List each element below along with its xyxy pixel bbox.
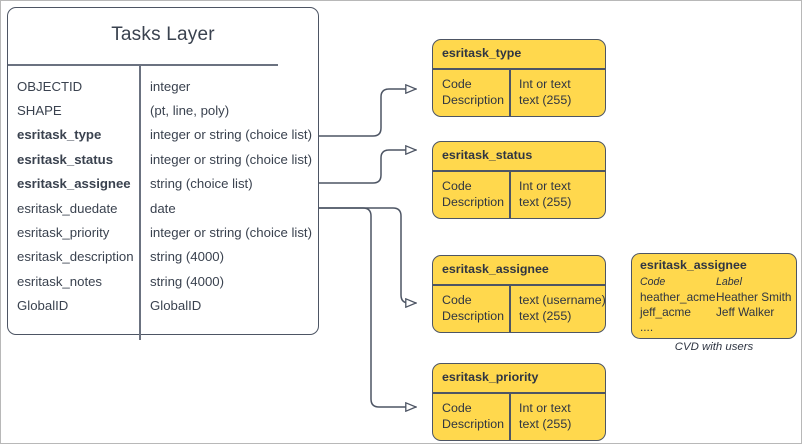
cvd-caption: CVD with users bbox=[674, 341, 754, 353]
domain-field-type: text (255) bbox=[519, 417, 572, 431]
cvd-label: Jeff Walker bbox=[716, 304, 775, 319]
table-row: esritask_description string (4000) bbox=[8, 245, 318, 269]
field-name: esritask_assignee bbox=[17, 176, 131, 192]
table-row: esritask_status integer or string (choic… bbox=[8, 147, 318, 171]
domain-title-divider bbox=[433, 170, 605, 172]
field-type: (pt, line, poly) bbox=[150, 103, 230, 119]
domain-field-types: Int or text text (255) bbox=[519, 178, 571, 210]
domain-field-type: Int or text bbox=[519, 179, 571, 193]
entity-title-divider bbox=[8, 64, 278, 66]
domain-column-divider bbox=[509, 170, 511, 218]
table-row: esritask_notes string (4000) bbox=[8, 269, 318, 293]
domain-box-esritask-status: esritask_status Code Description Int or … bbox=[432, 141, 606, 219]
domain-field-name: Code bbox=[442, 77, 472, 91]
domain-box-esritask-priority: esritask_priority Code Description Int o… bbox=[432, 363, 606, 441]
domain-field-name: Code bbox=[442, 293, 472, 307]
field-name: GlobalID bbox=[17, 298, 69, 314]
field-name: esritask_priority bbox=[17, 225, 110, 241]
field-name: esritask_type bbox=[17, 127, 102, 143]
entity-title: Tasks Layer bbox=[111, 24, 215, 45]
domain-box-esritask-assignee: esritask_assignee Code Description text … bbox=[432, 255, 606, 333]
list-item: .... bbox=[640, 319, 792, 334]
cvd-code: .... bbox=[640, 319, 654, 334]
domain-title: esritask_assignee bbox=[442, 262, 549, 276]
field-type: integer bbox=[150, 78, 191, 94]
field-name: SHAPE bbox=[17, 103, 62, 119]
field-type: GlobalID bbox=[150, 298, 202, 314]
domain-field-type: Int or text bbox=[519, 401, 571, 415]
field-name: esritask_status bbox=[17, 151, 114, 167]
domain-field-name: Code bbox=[442, 401, 472, 415]
connector-assignee bbox=[318, 207, 416, 303]
cvd-header-row: Code Label bbox=[640, 274, 792, 289]
cvd-title: esritask_assignee bbox=[640, 258, 747, 272]
field-type: string (4000) bbox=[150, 249, 225, 265]
list-item: jeff_acme Jeff Walker bbox=[640, 304, 792, 319]
field-type: integer or string (choice list) bbox=[150, 151, 312, 167]
domain-field-names: Code Description bbox=[442, 76, 504, 108]
domain-field-types: Int or text text (255) bbox=[519, 76, 571, 108]
domain-title: esritask_status bbox=[442, 148, 533, 162]
field-type: integer or string (choice list) bbox=[150, 127, 312, 143]
domain-field-names: Code Description bbox=[442, 400, 504, 432]
field-type: integer or string (choice list) bbox=[150, 225, 312, 241]
table-row: esritask_priority integer or string (cho… bbox=[8, 220, 318, 244]
domain-title-divider bbox=[433, 68, 605, 70]
domain-field-names: Code Description bbox=[442, 178, 504, 210]
table-row: esritask_duedate date bbox=[8, 196, 318, 220]
domain-field-name: Description bbox=[442, 195, 504, 209]
cvd-code: heather_acme bbox=[640, 289, 716, 304]
field-name: esritask_notes bbox=[17, 273, 103, 289]
field-type: date bbox=[150, 200, 176, 216]
list-item: heather_acme Heather Smith bbox=[640, 289, 792, 304]
domain-field-type: text (username) bbox=[519, 293, 606, 307]
domain-title: esritask_priority bbox=[442, 370, 539, 384]
entity-column-divider bbox=[139, 64, 141, 340]
connector-type bbox=[318, 89, 416, 137]
domain-field-name: Description bbox=[442, 417, 504, 431]
cvd-value-list: Code Label heather_acme Heather Smith je… bbox=[640, 274, 792, 334]
domain-field-types: text (username) text (255) bbox=[519, 292, 606, 324]
field-type: string (choice list) bbox=[150, 176, 253, 192]
domain-field-type: text (255) bbox=[519, 195, 572, 209]
table-row: OBJECTID integer bbox=[8, 74, 318, 98]
domain-field-type: text (255) bbox=[519, 93, 572, 107]
cvd-assignee-values-box: esritask_assignee Code Label heather_acm… bbox=[631, 253, 797, 339]
domain-column-divider bbox=[509, 284, 511, 332]
entity-row-list: OBJECTID integer SHAPE (pt, line, poly) … bbox=[8, 74, 318, 318]
connector-status bbox=[318, 150, 416, 184]
table-row: SHAPE (pt, line, poly) bbox=[8, 98, 318, 122]
domain-title-divider bbox=[433, 284, 605, 286]
domain-field-name: Code bbox=[442, 179, 472, 193]
field-name: esritask_duedate bbox=[17, 200, 118, 216]
domain-field-type: Int or text bbox=[519, 77, 571, 91]
cvd-label-header: Label bbox=[716, 275, 742, 288]
table-row: esritask_assignee string (choice list) bbox=[8, 172, 318, 196]
cvd-code-header: Code bbox=[640, 275, 666, 288]
cvd-code: jeff_acme bbox=[640, 304, 691, 319]
cvd-label: Heather Smith bbox=[716, 289, 792, 304]
table-row: GlobalID GlobalID bbox=[8, 294, 318, 318]
domain-box-esritask-type: esritask_type Code Description Int or te… bbox=[432, 39, 606, 117]
domain-field-name: Description bbox=[442, 93, 504, 107]
domain-field-name: Description bbox=[442, 309, 504, 323]
field-name: esritask_description bbox=[17, 249, 134, 265]
connector-priority bbox=[318, 207, 416, 407]
domain-field-names: Code Description bbox=[442, 292, 504, 324]
tasks-layer-entity: Tasks Layer OBJECTID integer SHAPE (pt, … bbox=[7, 7, 319, 340]
table-row: esritask_type integer or string (choice … bbox=[8, 123, 318, 147]
field-type: string (4000) bbox=[150, 273, 225, 289]
domain-field-types: Int or text text (255) bbox=[519, 400, 571, 432]
domain-title-divider bbox=[433, 392, 605, 394]
field-name: OBJECTID bbox=[17, 78, 83, 94]
domain-title: esritask_type bbox=[442, 46, 522, 60]
domain-field-type: text (255) bbox=[519, 309, 572, 323]
domain-column-divider bbox=[509, 68, 511, 116]
domain-column-divider bbox=[509, 392, 511, 440]
